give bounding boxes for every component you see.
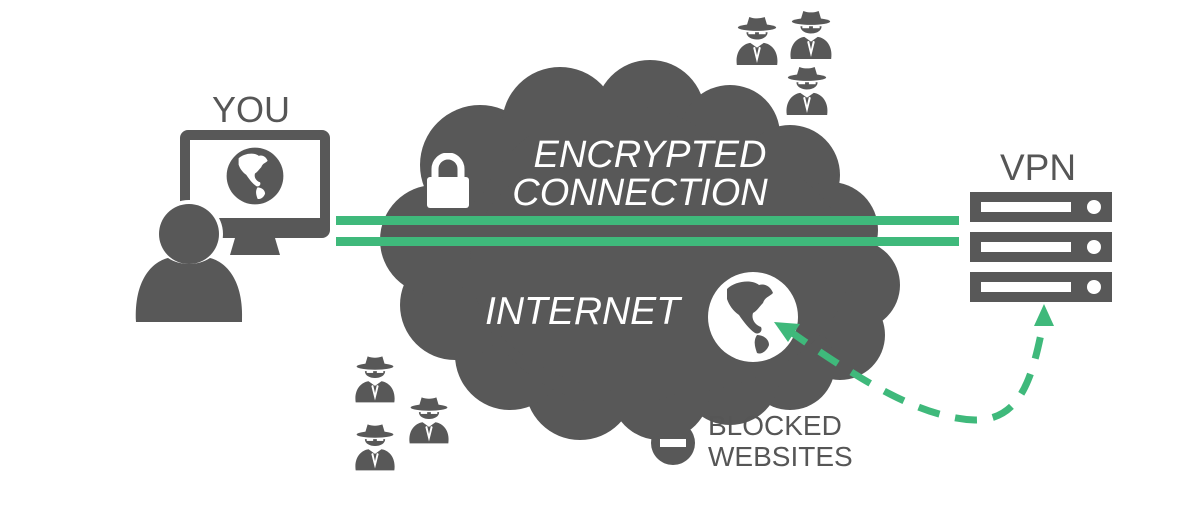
encrypted-label-line2: CONNECTION [512, 172, 768, 214]
blocked-line1: BLOCKED [708, 410, 842, 441]
blocked-line2: WEBSITES [708, 441, 853, 472]
tunnel-line-top [336, 216, 959, 225]
user-icon [135, 200, 243, 322]
spy-icon [352, 352, 398, 404]
spy-icon [352, 420, 398, 472]
internet-label: INTERNET [485, 290, 680, 333]
spy-icon [406, 393, 452, 445]
encrypted-connection-label: ENCRYPTED CONNECTION [490, 136, 790, 212]
globe-icon [708, 272, 798, 362]
padlock-icon [427, 153, 469, 208]
you-label: YOU [212, 89, 291, 130]
encrypted-label-line1: ENCRYPTED [533, 134, 767, 176]
blocked-minus-icon [651, 421, 695, 465]
dashed-arrow [774, 304, 1054, 424]
tunnel-line-bottom [336, 237, 959, 246]
spy-icon [783, 62, 831, 117]
server-rack-icon [970, 192, 1112, 302]
spy-icon [733, 12, 781, 67]
blocked-websites-label: BLOCKED WEBSITES [708, 410, 853, 472]
monitor-globe-icon [226, 147, 284, 205]
vpn-label: VPN [1000, 147, 1077, 188]
spy-icon [787, 6, 835, 61]
